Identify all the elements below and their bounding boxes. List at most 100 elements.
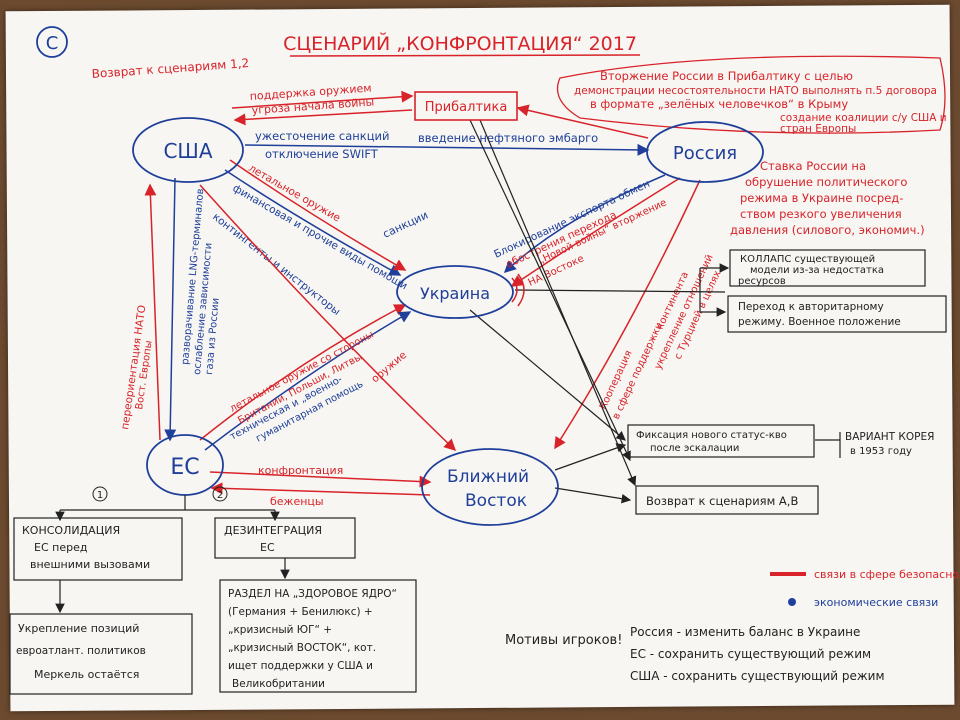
motive-usa: США - сохранить существующий режим [630, 669, 885, 683]
edge-usa-me [199, 184, 457, 452]
bet-line-3: режима в Украине посред- [740, 191, 903, 205]
invasion-line-3: в формате „зелёных человечков“ в Крыму [590, 97, 848, 111]
box-status-quo-1: Фиксация нового статус-кво [636, 430, 787, 441]
box-split-6: Великобритании [232, 678, 325, 690]
edge-me-return [554, 487, 632, 504]
invasion-note: Вторжение России в Прибалтику с целью де… [556, 55, 947, 135]
edge-usa-russia [244, 143, 650, 156]
box-split-4: „кризисный ВОСТОК“, кот. [228, 642, 376, 654]
motive-russia: Россия - изменить баланс в Украине [630, 625, 860, 639]
branch-1-mark [92, 486, 108, 502]
label-eu-me-2: беженцы [270, 495, 324, 508]
node-usa-label: США [163, 139, 212, 163]
node-ukraine-label: Украина [420, 284, 490, 303]
edge-russia-me [554, 179, 701, 450]
label-sanctions: санкции [381, 208, 430, 240]
node-middle-east [421, 448, 559, 526]
edge-me-eu [210, 482, 431, 496]
korea-variant-1: ВАРИАНТ КОРЕЯ [845, 431, 934, 443]
pressure-marks [511, 273, 525, 307]
box-disintegration-1: ДЕЗИНТЕГРАЦИЯ [224, 524, 322, 537]
box-split-2: (Германия + Бенилюкс) + [228, 606, 373, 618]
box-return-ab [635, 485, 819, 515]
label-usa-russia-1: ужесточение санкций [255, 129, 390, 143]
branch-1-label: 1 [97, 490, 103, 501]
bet-line-1: Ставка России на [760, 159, 866, 173]
node-eu-label: ЕС [170, 455, 199, 480]
bet-line-5: давления (силового, экономич.) [730, 223, 925, 237]
node-me-label-2: Восток [465, 491, 527, 511]
node-russia-label: Россия [673, 143, 737, 164]
label-contingent: контингенты и инструкторы [210, 211, 342, 318]
box-consolidation-1: КОНСОЛИДАЦИЯ [22, 524, 120, 537]
invasion-line-5: стран Европы [780, 123, 856, 135]
box-split-1: РАЗДЕЛ НА „ЗДОРОВОЕ ЯДРО“ [228, 588, 397, 600]
edge-ukraine-outcomes [514, 289, 726, 293]
label-usa-russia-2: введение нефтяного эмбарго [418, 131, 598, 145]
edge-russia-baltics [516, 104, 649, 139]
box-strengthen-3: Меркель остаётся [34, 668, 139, 681]
title-underline [289, 54, 641, 57]
branch-2-label: 2 [217, 490, 223, 501]
box-collapse-3: ресурсов [738, 276, 786, 287]
box-consolidation-3: внешними вызовами [30, 558, 150, 571]
box-status-quo-2: после эскалации [650, 443, 739, 454]
edge-russia-ukraine-econ [503, 174, 666, 274]
invasion-line-4: создание коалиции с/у США и [780, 112, 947, 124]
motives-heading: Мотивы игроков! [505, 633, 622, 648]
bet-line-4: ством резкого увеличения [740, 207, 902, 221]
label-russia-me: Кооперация в сфере поддержки континента … [598, 253, 724, 421]
edge-eu-usa-sec [144, 183, 161, 441]
label-weapons-me: оружие [369, 349, 409, 385]
return-scenarios-note: Возврат к сценариям 1,2 [91, 56, 249, 81]
edge-baltics-outcome-2 [479, 119, 637, 487]
edge-usa-ukraine-sec [229, 159, 407, 271]
node-me-label-1: Ближний [447, 467, 529, 487]
box-consolidation [13, 517, 183, 581]
edge-eu-ukraine-econ [204, 311, 412, 451]
box-collapse [729, 249, 926, 287]
box-strengthen-2: евроатлант. политиков [16, 645, 146, 657]
edge-usa-baltics-1 [231, 90, 414, 109]
node-baltics [414, 91, 518, 121]
box-authoritarian [727, 295, 947, 333]
box-consolidation-2: ЕС перед [34, 541, 88, 554]
legend-security-label: связи в сфере безопасности [814, 568, 960, 581]
edge-usa-ukraine-econ [224, 169, 402, 276]
node-baltics-label: Прибалтика [425, 100, 508, 115]
box-collapse-2: модели из-за недостатка [750, 265, 884, 276]
box-return-ab-label: Возврат к сценариям А,В [646, 494, 798, 508]
box-collapse-1: КОЛЛАПС существующей [740, 254, 875, 265]
legend-economic-label: экономические связи [814, 596, 938, 609]
box-split-5: ищет поддержки у США и [228, 660, 373, 672]
scenario-badge: С [46, 33, 59, 54]
edge-usa-eu-econ [164, 177, 177, 442]
label-eu-me-1: конфронтация [258, 464, 343, 477]
invasion-line-2: демонстрации несостоятельности НАТО выпо… [574, 85, 937, 97]
invasion-note-outline [556, 55, 946, 134]
edge-usa-baltics-2 [233, 109, 413, 126]
page-title: СЦЕНАРИЙ „КОНФРОНТАЦИЯ“ 2017 [283, 32, 637, 55]
invasion-line-1: Вторжение России в Прибалтику с целью [600, 69, 853, 83]
bet-line-2: обрушение политического [745, 175, 907, 189]
box-disintegration-2: ЕС [260, 541, 275, 554]
box-authoritarian-2: режиму. Военное положение [738, 316, 901, 328]
node-ukraine [396, 265, 514, 319]
box-authoritarian-1: Переход к авторитарному [738, 301, 884, 313]
edge-russia-ukraine-sec [510, 177, 681, 287]
edge-ukraine-statusquo [469, 309, 626, 441]
korea-variant-2: в 1953 году [850, 446, 912, 457]
box-status-quo [627, 424, 815, 458]
label-financial-aid: финансовая и прочие виды помощи [231, 182, 410, 292]
edge-eu-me [209, 471, 432, 488]
box-strengthen [9, 613, 193, 695]
box-split [219, 579, 417, 693]
branch-2-mark [212, 486, 228, 502]
edge-eu-ukraine-sec [199, 304, 407, 441]
legend-economic-swatch [788, 598, 796, 606]
box-split-3: „кризисный ЮГ“ + [228, 624, 332, 636]
scenario-badge-circle [36, 26, 68, 58]
node-usa [132, 117, 244, 183]
motive-eu: ЕС - сохранить существующий режим [630, 647, 871, 661]
